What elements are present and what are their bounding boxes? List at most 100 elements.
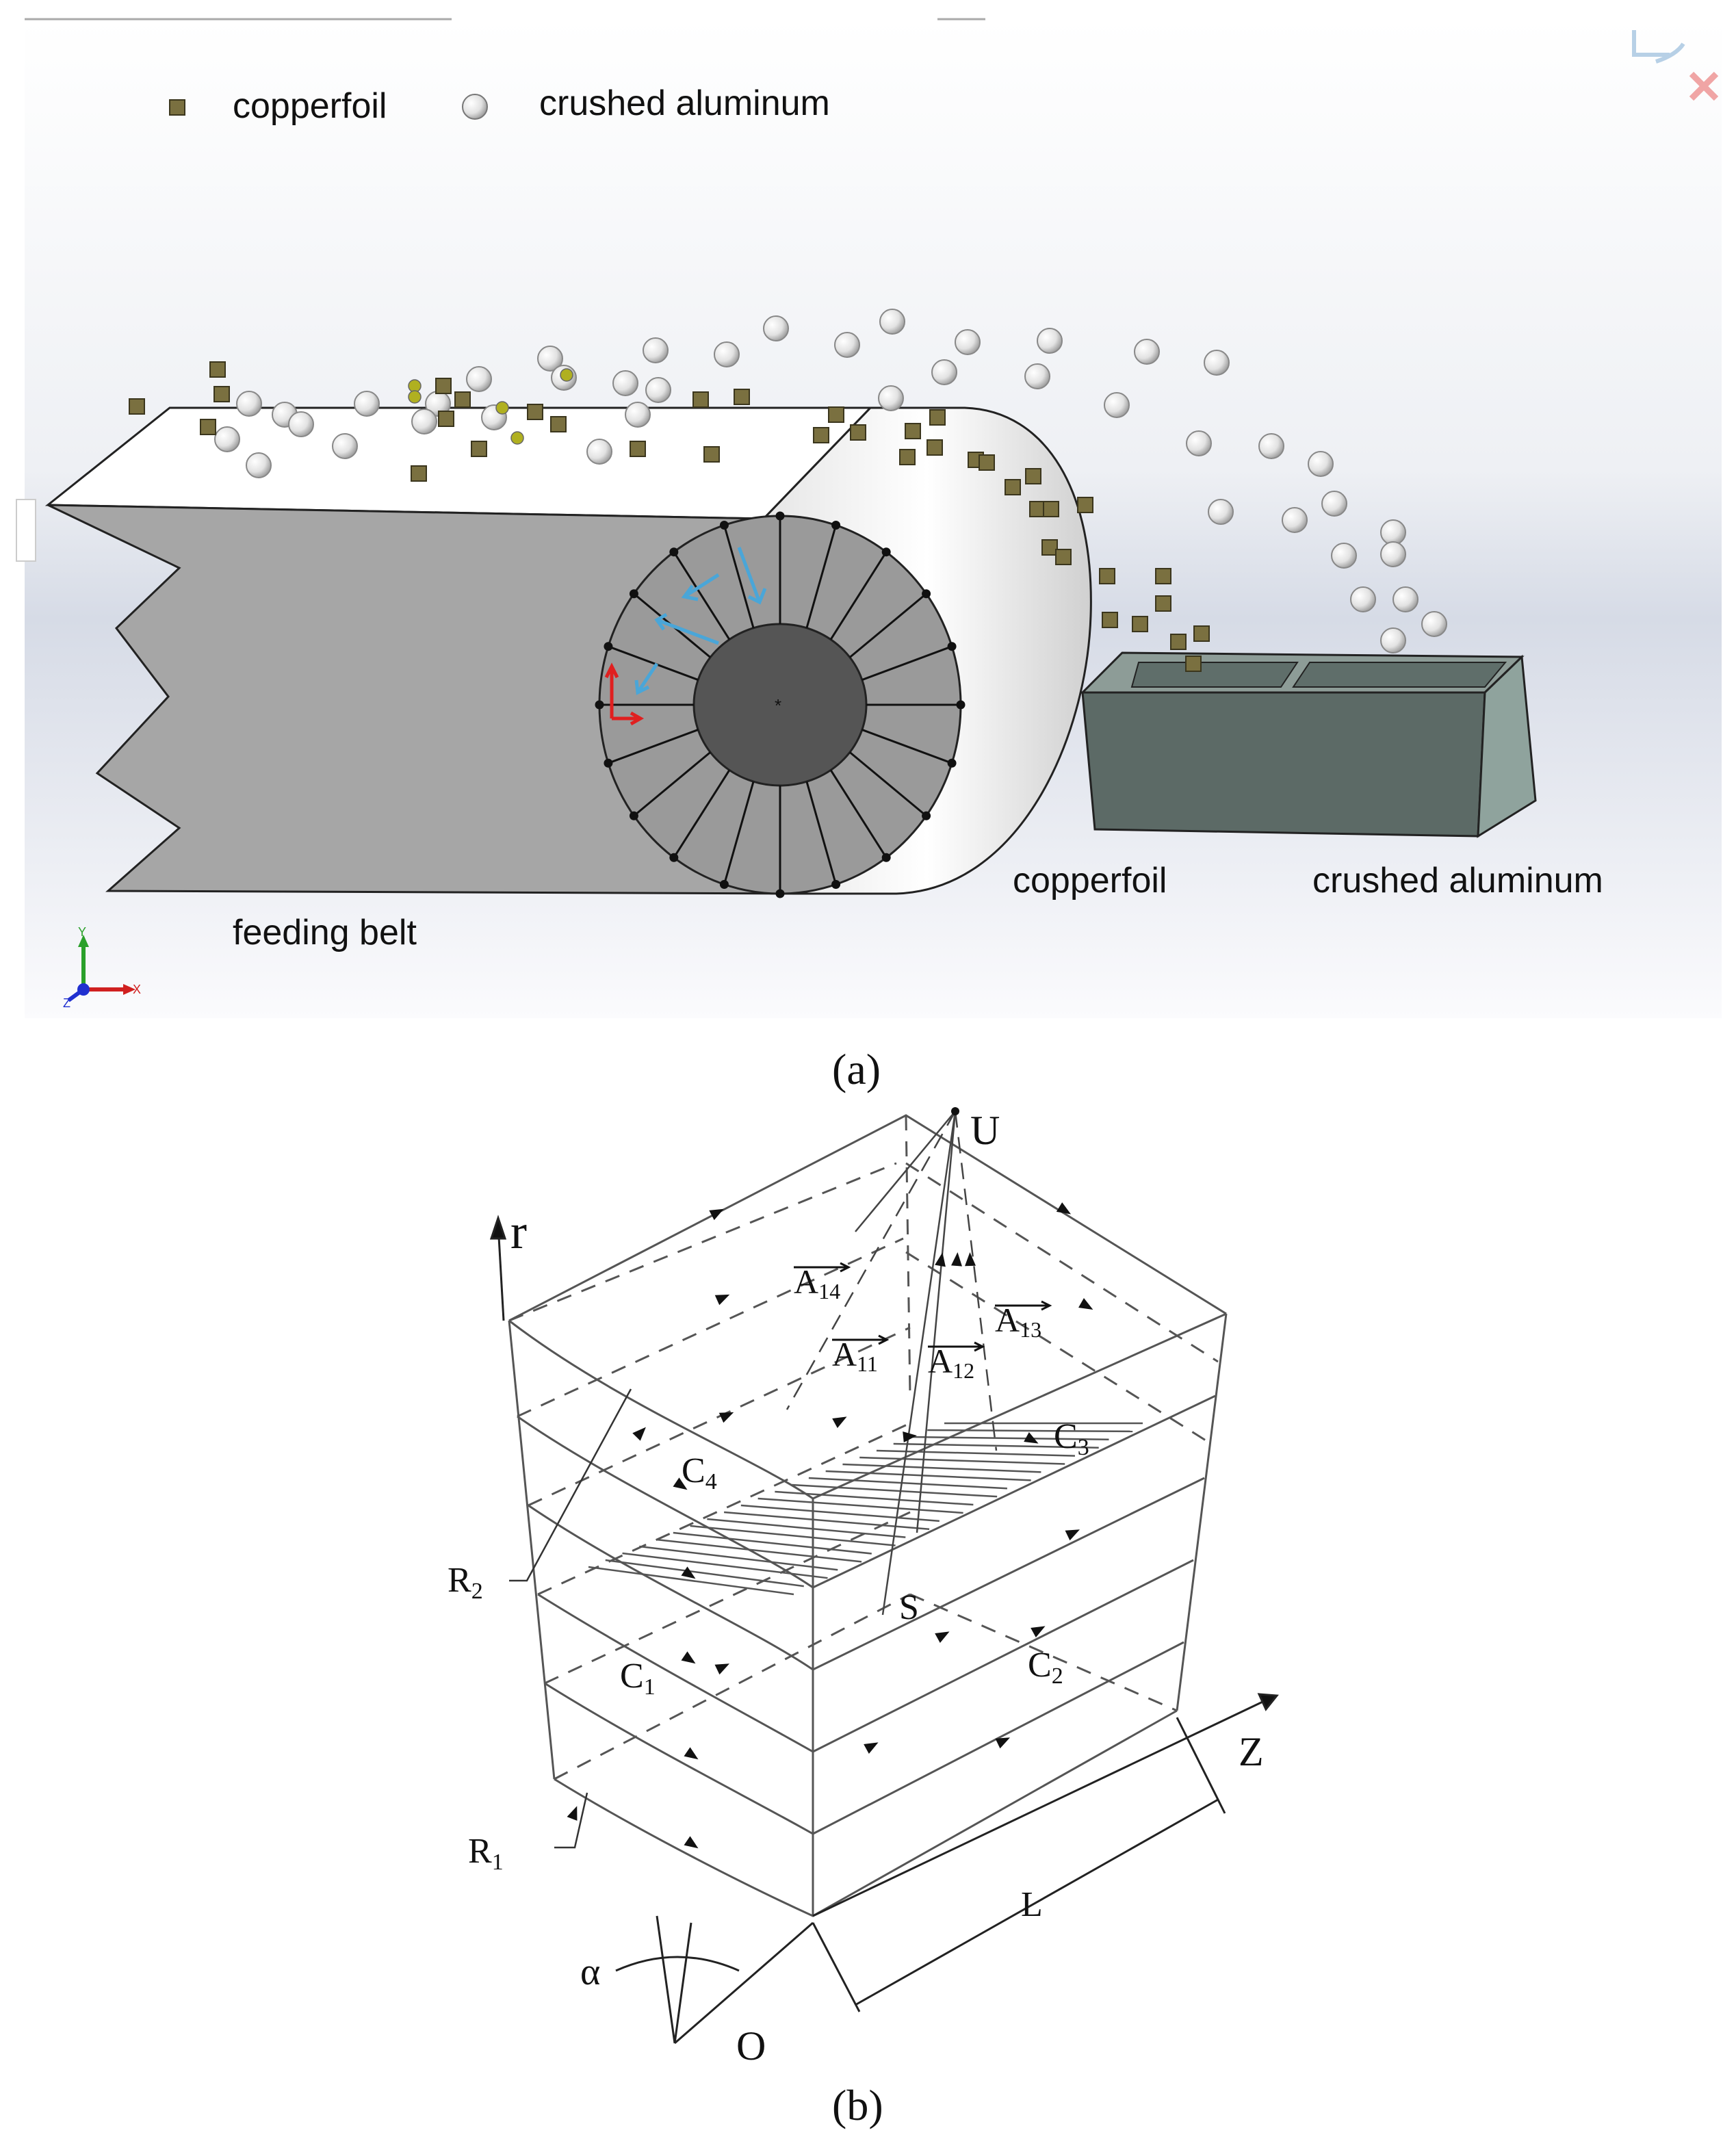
hatch-line <box>775 1490 974 1506</box>
copperfoil-particle <box>850 424 866 441</box>
copperfoil-particle <box>1077 497 1093 513</box>
copperfoil-particle <box>200 419 216 435</box>
copperfoil-particle <box>1170 634 1187 650</box>
hatch-line <box>808 1477 1007 1490</box>
exit-sketch-icon[interactable] <box>1632 30 1685 64</box>
aluminum-particle <box>332 433 358 459</box>
drum-spoke <box>608 729 699 764</box>
copperfoil-particle <box>979 454 995 471</box>
panel-b-background <box>443 1095 1281 2039</box>
hatch-line <box>842 1463 1041 1473</box>
triad-x-label: X <box>133 983 141 996</box>
alpha-line-left <box>656 1915 676 2044</box>
copperfoil-particle <box>929 409 946 426</box>
surface-s-hatching <box>588 1422 1143 1596</box>
edge-arrowhead <box>864 1742 879 1754</box>
triad-origin <box>77 983 90 996</box>
hatch-line <box>740 1504 940 1522</box>
triad-x-arrowhead <box>123 984 135 995</box>
caption-b: (b) <box>832 2081 883 2129</box>
spoke-node <box>881 853 891 862</box>
copperfoil-particle <box>129 398 145 415</box>
edge-arrowhead <box>681 1651 696 1664</box>
spoke-node <box>604 758 613 768</box>
hatch-line <box>910 1436 1109 1441</box>
copperfoil-particle <box>213 386 230 402</box>
aluminum-particle <box>955 329 981 355</box>
aluminum-particle <box>1186 430 1212 456</box>
copperfoil-particles <box>129 361 1210 672</box>
axes <box>489 1215 1279 2045</box>
legend-copperfoil-swatch <box>169 99 185 116</box>
aluminum-particle <box>1308 451 1334 477</box>
hatch-line <box>893 1442 1099 1449</box>
spoke-node <box>775 889 785 898</box>
label-z: Z <box>1239 1729 1264 1774</box>
r-axis <box>497 1224 505 1321</box>
label-o: O <box>736 2023 766 2069</box>
copperfoil-particle <box>630 441 646 457</box>
edge-arrowhead <box>832 1416 847 1429</box>
copperfoil-particle <box>1102 612 1118 628</box>
panel-b: U r Z L S O α R2 R1 C1 C2 C3 C4 A14 A11 … <box>443 1095 1281 2069</box>
label-alpha: α <box>580 1951 600 1993</box>
copperfoil-particle <box>454 391 471 408</box>
belt-top-face <box>44 406 873 520</box>
aluminum-particle <box>879 309 905 335</box>
label-u: U <box>970 1108 1000 1153</box>
label-l: L <box>1021 1885 1043 1924</box>
aluminum-particle <box>288 411 314 437</box>
aluminum-particle <box>1134 339 1160 365</box>
point-u <box>951 1107 959 1115</box>
close-icon[interactable] <box>1689 71 1719 101</box>
drum-spoke <box>633 751 712 817</box>
label-a12: A12 <box>928 1341 985 1383</box>
copperfoil-particle <box>1041 539 1058 556</box>
drum-spoke <box>829 551 888 640</box>
copperfoil-particle <box>209 361 226 378</box>
label-r1: R1 <box>468 1832 504 1875</box>
legend: copperfoil crushed aluminum <box>169 83 830 126</box>
copperfoil-particle <box>813 427 829 443</box>
copperfoil-particle <box>905 423 921 439</box>
label-s: S <box>899 1588 919 1627</box>
edge-arrowhead <box>684 1836 699 1849</box>
spoke-node <box>629 589 638 599</box>
aluminum-particle <box>1208 499 1234 525</box>
panel-a: copperfoil crushed aluminum * <box>16 18 1722 1018</box>
copperfoil-particle <box>1043 501 1059 517</box>
hatch-line <box>605 1559 804 1587</box>
edge-arrowhead <box>714 1663 730 1675</box>
drum-spoke <box>861 645 953 681</box>
svg-text:A12: A12 <box>928 1342 974 1383</box>
edge-arrowhead <box>632 1427 646 1441</box>
bottom-edges <box>554 1709 1178 1917</box>
label-c1: C1 <box>620 1657 656 1700</box>
aluminum-particle <box>1350 586 1376 612</box>
drum-center-mark: * <box>775 695 781 716</box>
aluminum-particle <box>1380 541 1406 567</box>
hatch-line <box>656 1538 862 1563</box>
edge-arrowhead <box>681 1566 696 1579</box>
aluminum-particle <box>537 346 563 372</box>
aluminum-particle <box>1282 507 1308 533</box>
aluminum-particle <box>246 452 272 478</box>
copperfoil-particle <box>471 441 487 457</box>
hatch-line <box>690 1525 896 1546</box>
copperfoil-particle <box>927 439 943 456</box>
spoke-node <box>831 879 841 889</box>
copperfoil-particle <box>1055 549 1072 565</box>
l-dimension-line <box>855 1798 1219 2006</box>
drum-spoke <box>673 551 731 640</box>
aluminum-particle <box>1204 350 1230 376</box>
side-panel-tab[interactable] <box>16 499 36 562</box>
drum-spoke <box>805 525 838 629</box>
edge-arrowhead <box>935 1631 950 1644</box>
edge-arrowhead <box>709 1208 724 1221</box>
label-c3: C3 <box>1054 1417 1089 1460</box>
aluminum-particle <box>763 315 789 341</box>
drum-spoke <box>723 525 755 629</box>
copperfoil-particle <box>550 416 567 432</box>
aluminum-particle <box>1380 627 1406 653</box>
